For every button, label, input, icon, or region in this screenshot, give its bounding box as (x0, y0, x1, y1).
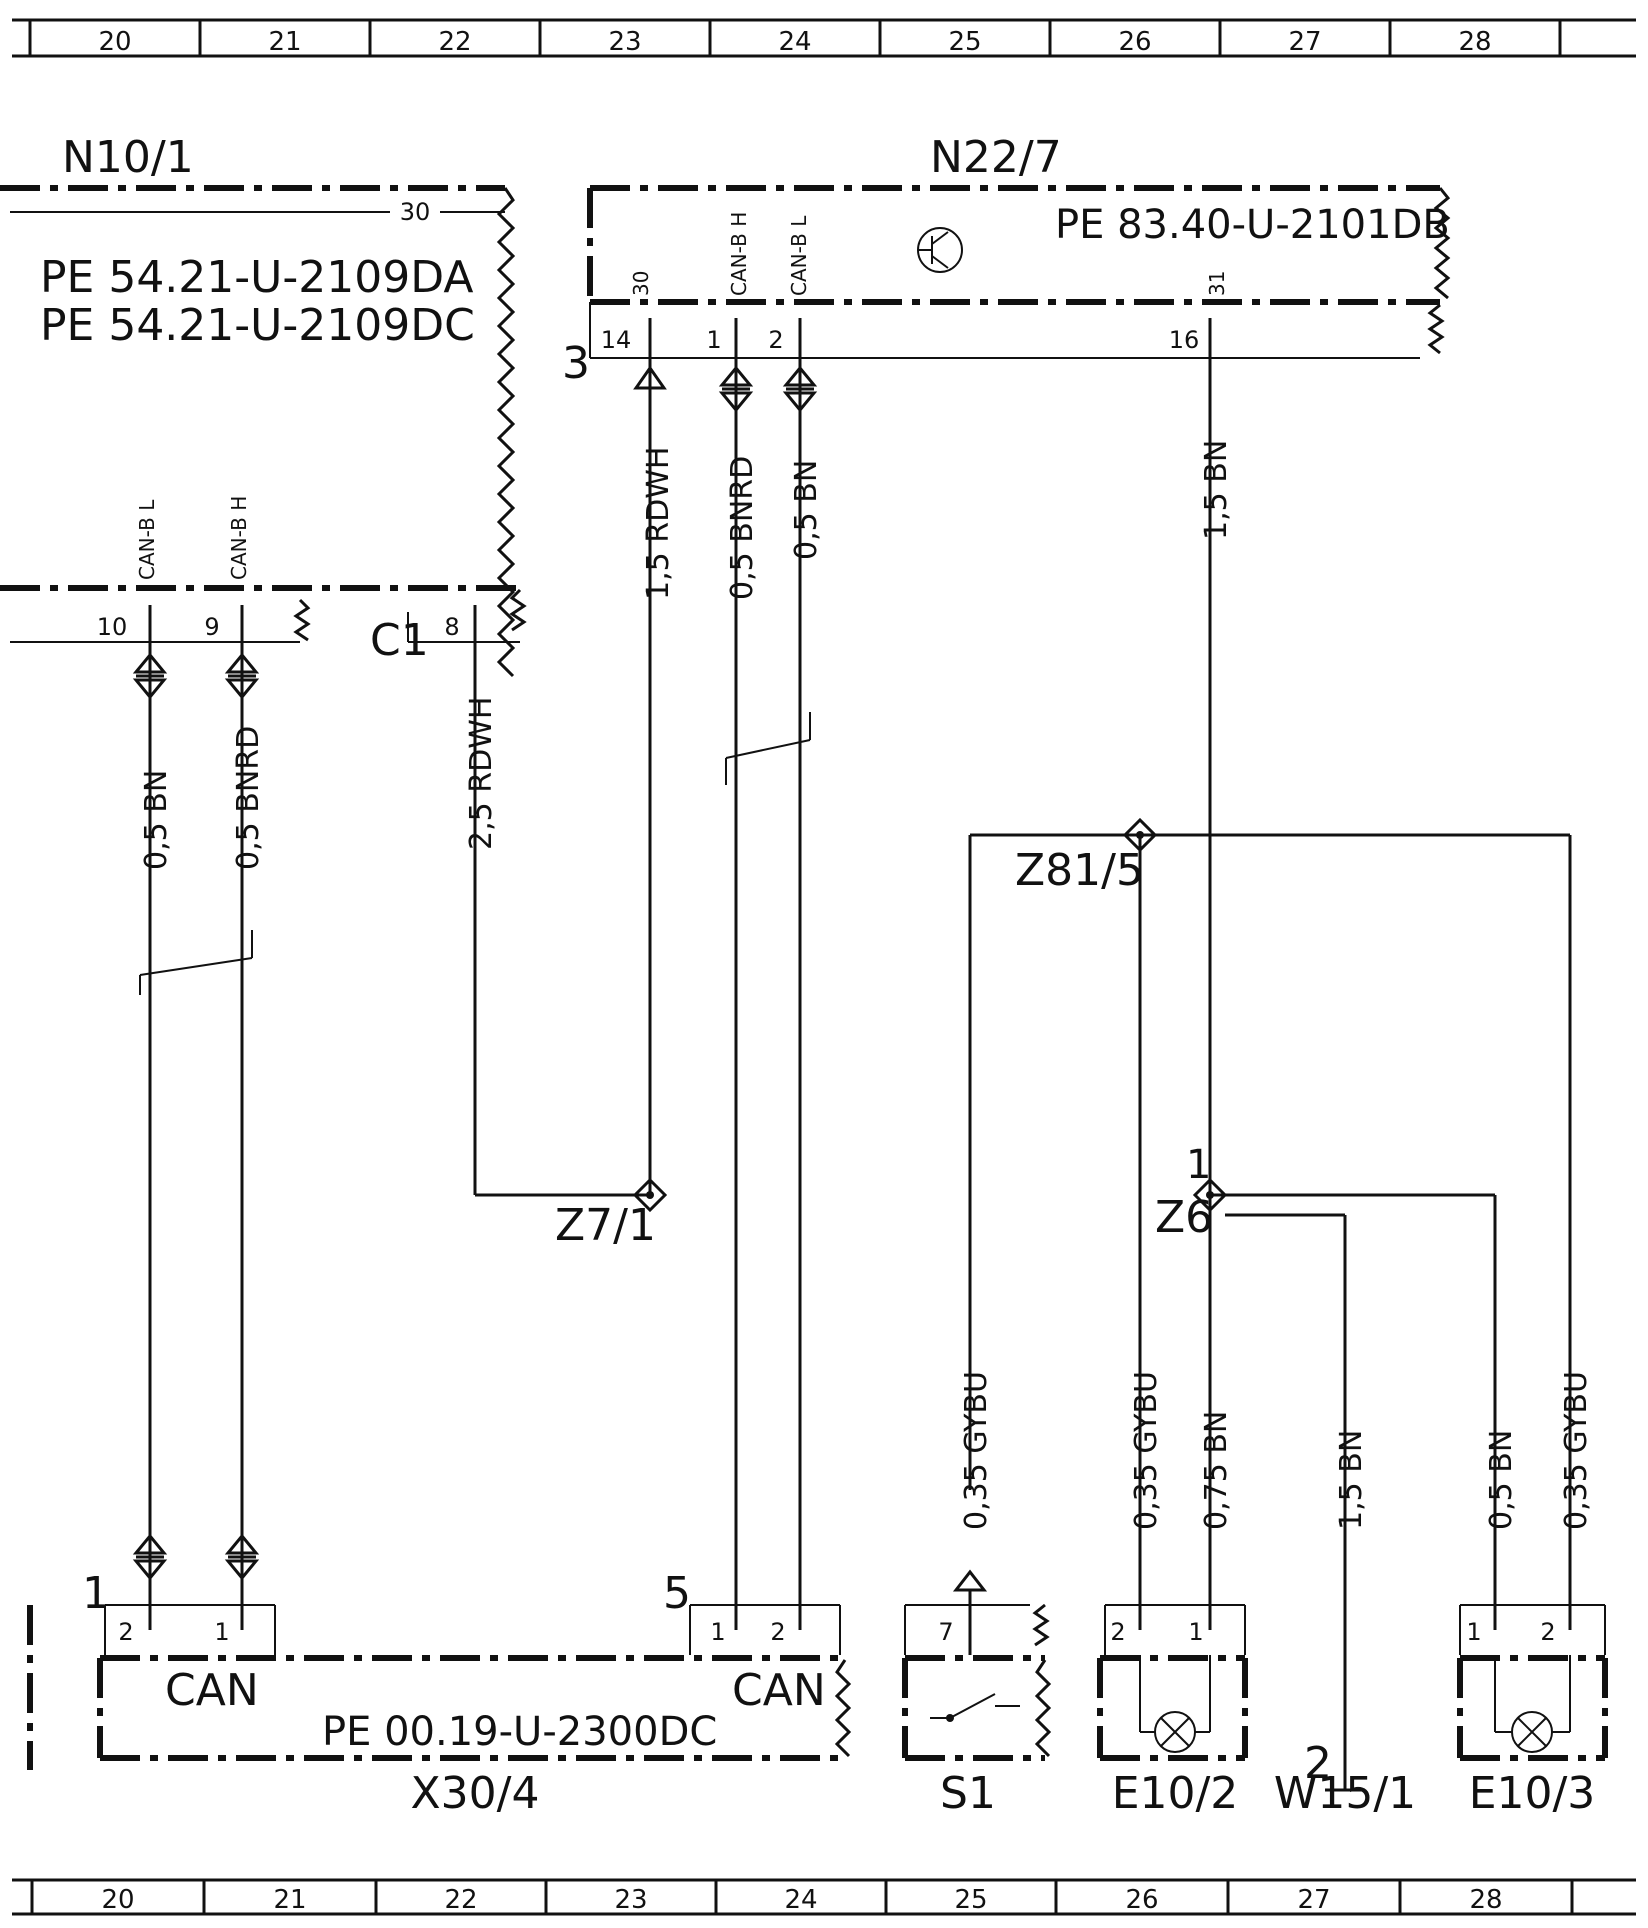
component-n10-1: N10/1 30 PE 54.21-U-2109DA PE 54.21-U-21… (0, 132, 527, 678)
grid-label: 26 (1118, 27, 1151, 57)
z7-1-label: Z7/1 (555, 1200, 656, 1251)
e10-3-pin-1: 1 (1466, 1618, 1481, 1646)
x30-4-ref: PE 00.19-U-2300DC (322, 1709, 717, 1755)
x30-4-pin-1-right: 1 (710, 1618, 725, 1646)
splice-z81-5: Z81/5 (968, 817, 1572, 1630)
n22-7-ref: PE 83.40-U-2101DB (1055, 202, 1450, 248)
n10-1-pin-8: 8 (444, 613, 459, 641)
n22-7-pin-16: 16 (1169, 326, 1200, 354)
wire-label-1-5-bn-w15-1: 1,5 BN (1334, 1430, 1369, 1530)
e10-3-pin-2: 2 (1540, 1618, 1555, 1646)
grid-label: 28 (1458, 27, 1491, 57)
wires-n10-1: 0,5 BN 0,5 BNRD 2,5 RDWH (132, 605, 650, 1630)
n10-1-pin-30: 30 (400, 198, 431, 226)
component-e10-2: 2 1 E10/2 (1097, 1604, 1248, 1819)
grid-label: 25 (954, 1885, 987, 1915)
n10-1-signal-can-b-h: CAN-B H (227, 496, 251, 580)
wire-label-1-5-bn: 1,5 BN (1199, 440, 1234, 540)
n22-7-signal-30: 30 (629, 271, 653, 296)
grid-label: 20 (101, 1885, 134, 1915)
grid-label: 24 (778, 27, 811, 57)
grid-ruler-top: 20 21 22 23 24 25 26 27 28 (12, 18, 1636, 58)
z81-5-label: Z81/5 (1015, 845, 1144, 896)
x30-4-connector-5: 5 (663, 1568, 691, 1619)
x30-4-label: X30/4 (411, 1768, 540, 1819)
n10-1-label: N10/1 (62, 132, 194, 183)
wire-label-0-5-bn-left: 0,5 BN (139, 770, 174, 870)
w15-1-label: W15/1 (1274, 1768, 1416, 1819)
grid-label: 22 (438, 27, 471, 57)
component-x30-4: 1 5 2 1 1 2 CAN CAN PE 00.19-U-2300DC X3… (82, 1533, 852, 1819)
x30-4-can-left: CAN (165, 1665, 259, 1716)
grid-label: 27 (1297, 1885, 1330, 1915)
x30-4-pin-2: 2 (118, 1618, 133, 1646)
n10-1-signal-can-b-l: CAN-B L (135, 499, 159, 580)
wire-label-0-5-bn: 0,5 BN (789, 460, 824, 560)
grid-label: 26 (1125, 1885, 1158, 1915)
n10-1-pin-10: 10 (97, 613, 128, 641)
n10-1-ref-2: PE 54.21-U-2109DC (40, 300, 475, 351)
grid-label: 28 (1469, 1885, 1502, 1915)
component-w15-1: 2 W15/1 (1274, 1738, 1416, 1819)
x30-4-pin-2-right: 2 (770, 1618, 785, 1646)
z6-pin-1: 1 (1186, 1142, 1211, 1188)
lamp-icon (1154, 1711, 1196, 1753)
n10-1-connector-c1: C1 (370, 615, 429, 666)
x30-4-connector-1: 1 (82, 1568, 110, 1619)
n10-1-ref-1: PE 54.21-U-2109DA (40, 252, 473, 303)
splice-z6: Z6 1 (1155, 1142, 1497, 1790)
grid-label: 27 (1288, 27, 1321, 57)
s1-pin-7: 7 (938, 1618, 953, 1646)
wires-n22-7: 1,5 RDWH 0,5 BNRD 0,5 BN 1,5 BN (633, 318, 1234, 1630)
wire-label-0-35-gybu-s1: 0,35 GYBU (959, 1371, 994, 1530)
grid-label: 24 (784, 1885, 817, 1915)
grid-label: 21 (273, 1885, 306, 1915)
n22-7-connector-3: 3 (562, 338, 590, 389)
w15-1-pin-2: 2 (1304, 1738, 1332, 1789)
n10-1-pin-9: 9 (204, 613, 219, 641)
wire-label-0-5-bnrd-left: 0,5 BNRD (231, 726, 266, 870)
n22-7-signal-can-b-l: CAN-B L (787, 215, 811, 296)
n22-7-pin-14: 14 (601, 326, 632, 354)
splice-z7-1: Z7/1 (555, 1177, 668, 1251)
grid-ruler-bottom: 20 21 22 23 24 25 26 27 28 (12, 1878, 1636, 1916)
wire-label-0-35-gybu-e10-3: 0,35 GYBU (1559, 1371, 1594, 1530)
s1-label: S1 (940, 1768, 996, 1819)
component-s1: 7 S1 (902, 1569, 1052, 1819)
x30-4-pin-1: 1 (214, 1618, 229, 1646)
wire-label-0-5-bn-e10-3: 0,5 BN (1484, 1430, 1519, 1530)
e10-2-pin-1: 1 (1188, 1618, 1203, 1646)
n22-7-signal-can-b-h: CAN-B H (727, 212, 751, 296)
z6-label: Z6 (1155, 1192, 1213, 1243)
grid-label: 22 (444, 1885, 477, 1915)
x30-4-can-right: CAN (732, 1665, 826, 1716)
grid-label: 21 (268, 27, 301, 57)
e10-2-pin-2: 2 (1110, 1618, 1125, 1646)
e10-3-label: E10/3 (1469, 1768, 1596, 1819)
wire-labels-lower: 0,35 GYBU 0,35 GYBU 0,75 BN 1,5 BN 0,5 B… (959, 1371, 1594, 1530)
component-n22-7: N22/7 3 PE 83.40-U-2101DB 30 CAN-B H CAN… (562, 132, 1451, 389)
grid-label: 25 (948, 27, 981, 57)
grid-label: 20 (98, 27, 131, 57)
wire-label-2-5-rdwh: 2,5 RDWH (464, 697, 499, 850)
e10-2-label: E10/2 (1112, 1768, 1239, 1819)
grid-label: 23 (608, 27, 641, 57)
lamp-icon (1511, 1711, 1553, 1753)
component-e10-3: 1 2 E10/3 (1457, 1604, 1608, 1819)
n22-7-label: N22/7 (930, 132, 1062, 183)
n22-7-pin-1: 1 (706, 326, 721, 354)
wire-label-0-75-bn: 0,75 BN (1199, 1411, 1234, 1530)
n22-7-pin-2: 2 (768, 326, 783, 354)
n22-7-signal-31: 31 (1205, 271, 1229, 296)
grid-label: 23 (614, 1885, 647, 1915)
wire-label-0-35-gybu-e10-2: 0,35 GYBU (1129, 1371, 1164, 1530)
wire-label-1-5-rdwh: 1,5 RDWH (641, 447, 676, 600)
wire-label-0-5-bnrd: 0,5 BNRD (725, 456, 760, 600)
